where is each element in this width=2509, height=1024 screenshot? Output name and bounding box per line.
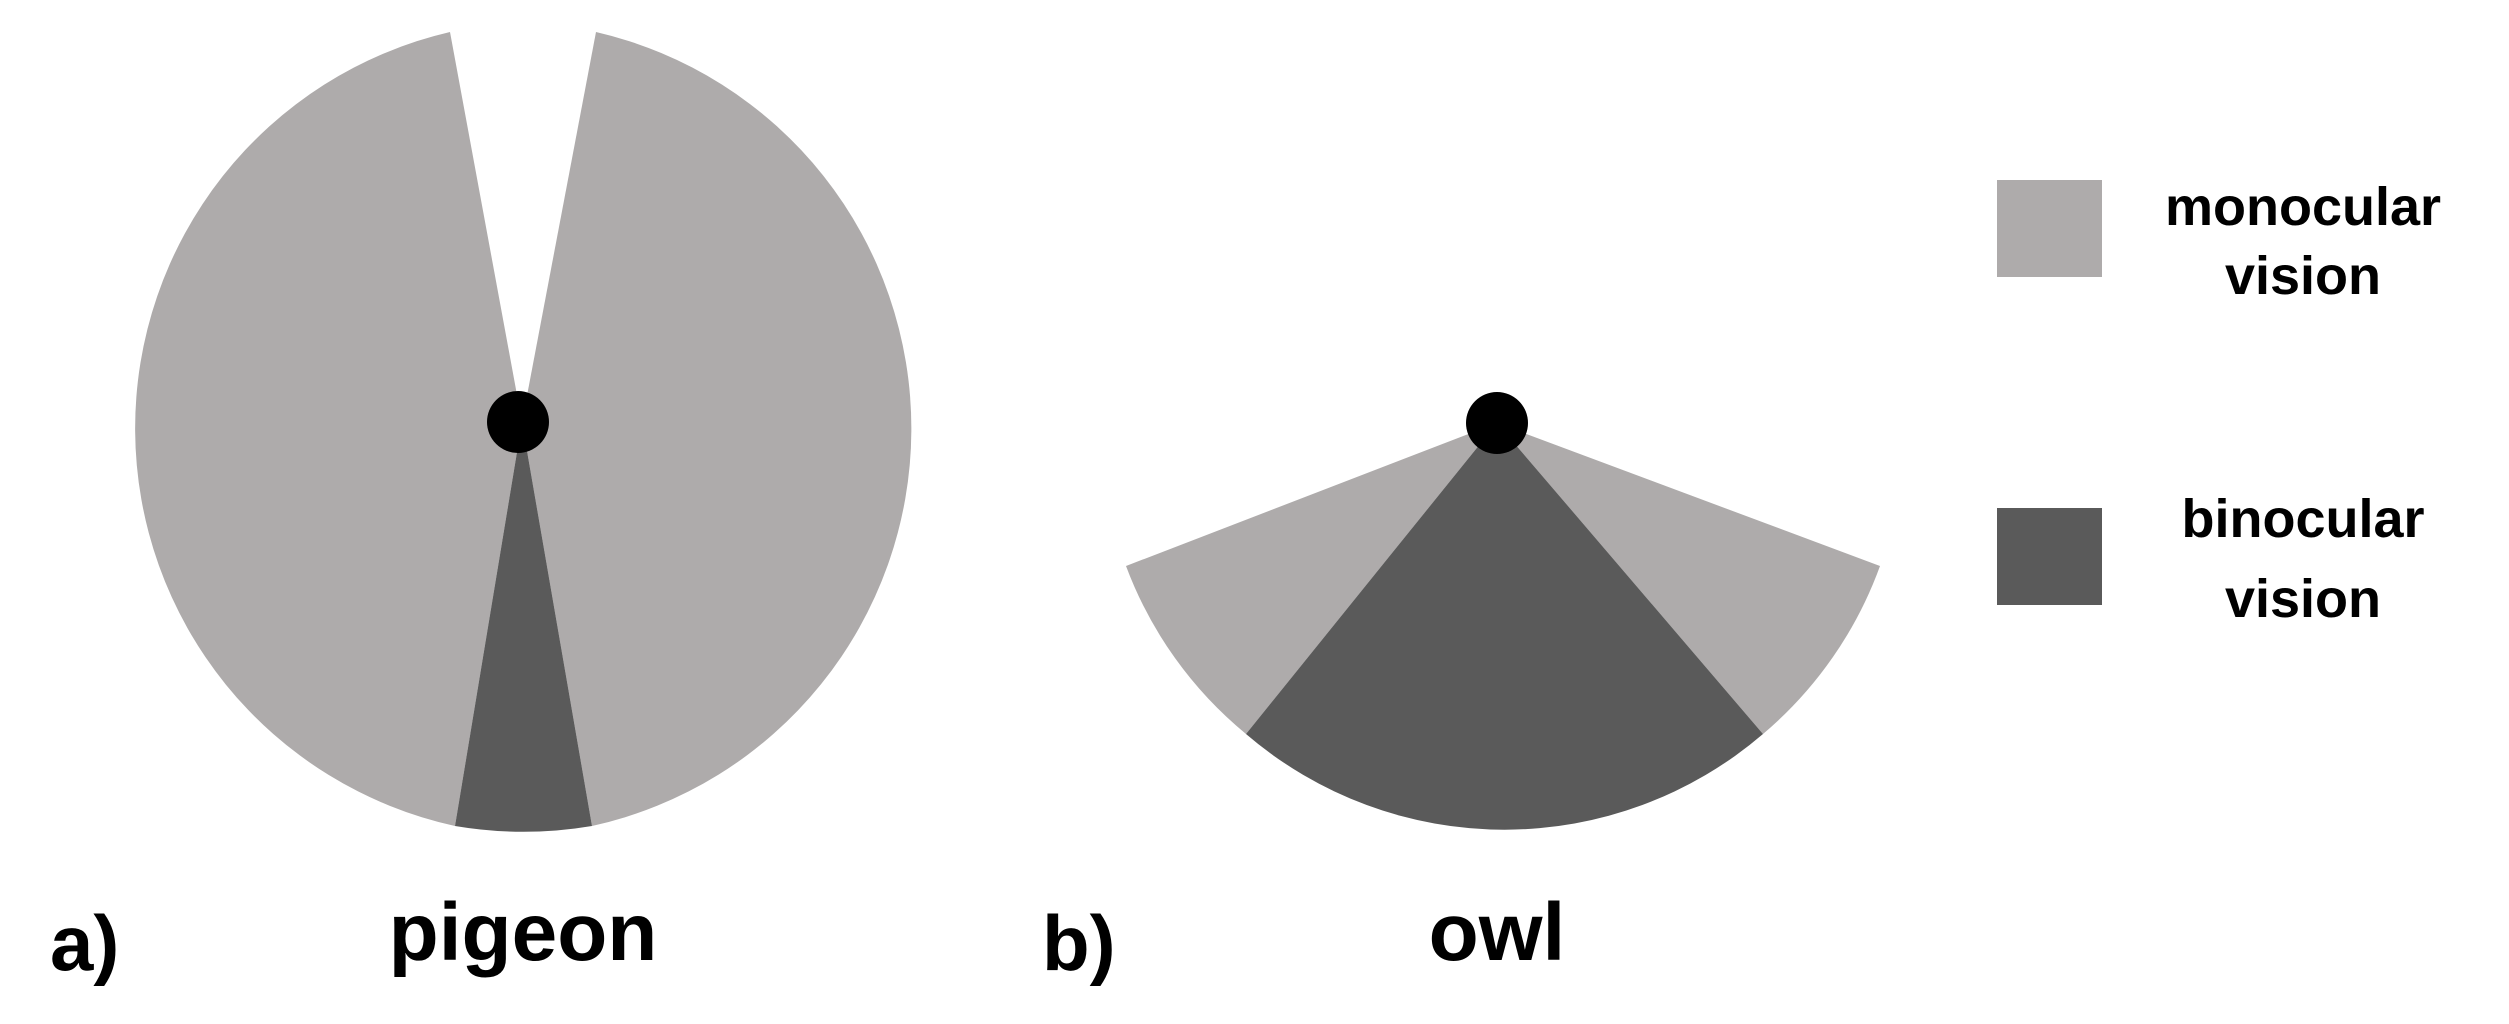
- owl-eye-dot: [1466, 392, 1528, 454]
- owl-name-label: owl: [1429, 887, 1566, 978]
- legend-monocular-swatch: [1997, 180, 2102, 277]
- pigeon-monocular-left-sector: [135, 32, 522, 826]
- legend: monocular vision binocular vision: [1997, 177, 2441, 629]
- legend-monocular-label-line1: monocular: [2165, 177, 2441, 237]
- pigeon-binocular-sector: [455, 422, 592, 832]
- pigeon-eye-dot: [487, 391, 549, 453]
- legend-monocular-label-line2: vision: [2225, 246, 2381, 306]
- panel-b-letter: b): [1042, 899, 1116, 987]
- owl-binocular-sector: [1246, 423, 1763, 830]
- panel-a-letter: a): [50, 899, 119, 987]
- legend-binocular-swatch: [1997, 508, 2102, 605]
- owl-panel: [1126, 392, 1880, 830]
- owl-monocular-left-sector: [1126, 423, 1497, 734]
- owl-monocular-right-sector: [1497, 423, 1880, 734]
- legend-binocular-label-line1: binocular: [2181, 489, 2424, 549]
- legend-binocular-label-line2: vision: [2225, 569, 2381, 629]
- pigeon-monocular-right-sector: [522, 32, 912, 826]
- pigeon-name-label: pigeon: [389, 887, 658, 978]
- pigeon-panel: [135, 32, 912, 832]
